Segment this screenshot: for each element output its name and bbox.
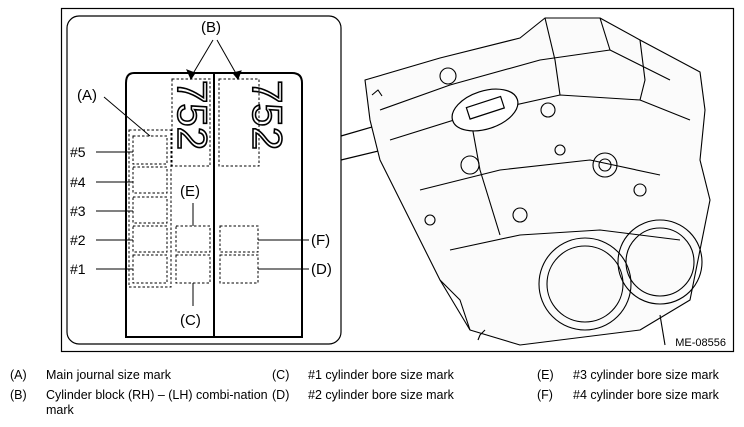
journal-mark-group-box <box>128 129 172 288</box>
cylinder-label-3: #3 <box>70 203 86 219</box>
callout-b: (B) <box>201 19 221 36</box>
legend-text: #3 cylinder bore size mark <box>573 368 719 382</box>
legend-letter: (A) <box>10 368 27 382</box>
block-face-outline <box>125 72 303 338</box>
cylinder-label-1: #1 <box>70 261 86 277</box>
legend-text: #4 cylinder bore size mark <box>573 388 719 402</box>
cylinder-label-2: #2 <box>70 232 86 248</box>
legend-letter: (B) <box>10 388 27 402</box>
cylinder-leaders <box>96 151 133 270</box>
callout-f: (F) <box>311 232 330 249</box>
combination-mark-lh: 752 <box>244 80 291 150</box>
legend-text: Cylinder block (RH) – (LH) combi-nation … <box>46 388 268 417</box>
magnified-region-mark <box>465 95 506 120</box>
bore-mark-box-e <box>175 225 211 253</box>
cylinder-label-5: #5 <box>70 144 86 160</box>
legend-text: Main journal size mark <box>46 368 172 382</box>
combination-mark-rh: 752 <box>169 80 216 150</box>
engine-block-drawing <box>364 17 711 346</box>
figure-id: ME-08556 <box>675 337 726 349</box>
callout-b-leaders <box>186 39 242 81</box>
legend-letter: (F) <box>537 388 553 402</box>
journal-mark-box-3 <box>132 196 168 224</box>
bore-mark-box-f <box>219 225 259 253</box>
journal-mark-box-5 <box>132 135 168 165</box>
bore-mark-boxes <box>175 225 259 284</box>
callout-a-leader <box>103 96 151 137</box>
journal-mark-box-2 <box>132 225 168 253</box>
cylinder-label-4: #4 <box>70 174 86 190</box>
callout-c: (C) <box>180 312 201 329</box>
legend-letter: (E) <box>537 368 554 382</box>
legend-text: #1 cylinder bore size mark <box>308 368 454 382</box>
engine-block-diagram: #5 #4 #3 #2 #1 (A) 752 752 (B) (E) (C) (… <box>60 7 735 353</box>
callout-e: (E) <box>180 183 200 200</box>
bore-mark-box-c <box>175 254 211 284</box>
combination-mark-box-lh <box>218 78 260 167</box>
legend-letter: (D) <box>272 388 290 402</box>
legend-letter: (C) <box>272 368 290 382</box>
journal-mark-box-1 <box>132 254 168 284</box>
journal-mark-boxes <box>132 135 168 284</box>
bore-mark-box-d <box>219 254 259 284</box>
journal-mark-box-4 <box>132 166 168 194</box>
callout-d: (D) <box>311 261 332 278</box>
legend-text: #2 cylinder bore size mark <box>308 388 454 402</box>
figure-frame <box>60 7 735 353</box>
callout-a: (A) <box>77 87 97 104</box>
detail-panel <box>66 15 342 345</box>
